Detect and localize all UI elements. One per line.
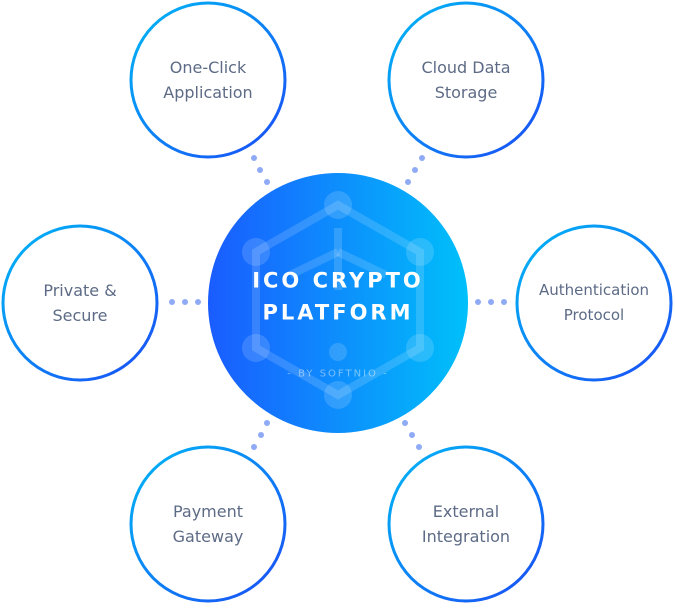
node-circle-external (387, 445, 545, 603)
center-subtitle: - BY SOFTNIO - (287, 368, 389, 380)
node-circle-auth (515, 224, 673, 382)
center-circle (208, 173, 468, 433)
node-circle-private (1, 224, 159, 382)
node-circle-payment (129, 445, 287, 603)
node-circle-one-click (129, 1, 287, 159)
hexagon-network-icon (252, 200, 424, 400)
node-private-secure: Private &Secure (43, 281, 117, 325)
connector-dots (169, 155, 507, 450)
node-circle-cloud (387, 1, 545, 159)
